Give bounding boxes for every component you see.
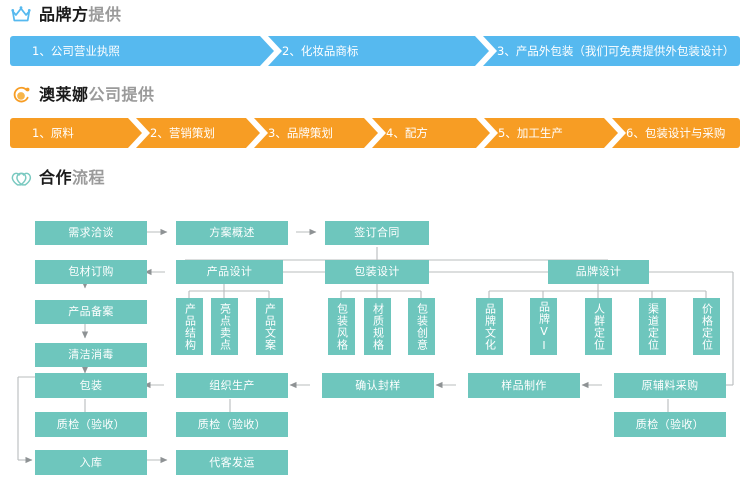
brand-step-3[interactable]: 3、产品外包装（我们可免费提供外包装设计） xyxy=(475,36,740,66)
node-yuanfuliao-caigou[interactable]: 原辅料采购 xyxy=(614,373,726,398)
crown-icon xyxy=(10,4,32,26)
section-title: 澳莱娜公司提供 xyxy=(39,84,155,106)
brand-step-1[interactable]: 1、公司营业执照 xyxy=(10,36,260,66)
section-title-soft: 流程 xyxy=(72,168,106,187)
node-ruku[interactable]: 入库 xyxy=(35,450,147,475)
node-baozhuang[interactable]: 包装 xyxy=(35,373,147,398)
company-step-6-label: 6、包装设计与采购 xyxy=(626,126,726,140)
node-chanpin-jiegou[interactable]: 产品结构 xyxy=(176,298,203,355)
company-step-4-label: 4、配方 xyxy=(386,126,428,140)
node-caizhi-guige[interactable]: 材质规格 xyxy=(364,298,391,355)
brand-step-2-label: 2、化妆品商标 xyxy=(282,44,359,58)
brand-provides-steps: 1、公司营业执照 2、化妆品商标 3、产品外包装（我们可免费提供外包装设计） xyxy=(10,36,740,66)
node-baozhuang-chuangyi[interactable]: 包装创意 xyxy=(408,298,435,355)
node-zhijian-shengchan[interactable]: 质检（验收） xyxy=(176,412,288,437)
node-pinpai-sheji[interactable]: 品牌设计 xyxy=(548,260,649,284)
company-step-5-label: 5、加工生产 xyxy=(498,126,563,140)
node-pinpai-wenhua[interactable]: 品牌文化 xyxy=(476,298,503,355)
company-step-3-label: 3、品牌策划 xyxy=(268,126,333,140)
node-renqun-dingwei[interactable]: 人群定位 xyxy=(585,298,612,355)
company-provides-steps: 1、原料 2、营销策划 3、品牌策划 4、配方 5、加工生产 6、包装设计与采购 xyxy=(10,118,740,148)
node-qianding-hetong[interactable]: 签订合同 xyxy=(325,221,429,245)
node-baozhuang-sheji[interactable]: 包装设计 xyxy=(325,260,429,284)
company-step-1[interactable]: 1、原料 xyxy=(10,118,128,148)
cooperation-flowchart: 需求洽谈 方案概述 签订合同 包材订购 产品设计 包装设计 品牌设计 产品结构 … xyxy=(0,205,750,484)
section-heading-company-provides: 澳莱娜公司提供 xyxy=(10,84,155,106)
node-chanpin-wenan[interactable]: 产品文案 xyxy=(256,298,283,355)
section-title-strong: 合作 xyxy=(39,168,73,187)
brand-step-1-label: 1、公司营业执照 xyxy=(32,44,120,58)
company-step-2[interactable]: 2、营销策划 xyxy=(128,118,246,148)
brand-step-3-label: 3、产品外包装（我们可免费提供外包装设计） xyxy=(497,44,735,58)
section-heading-cooperation-flow: 合作流程 xyxy=(10,167,105,189)
node-zuzhi-shengchan[interactable]: 组织生产 xyxy=(176,373,288,398)
node-zhijian-caigou[interactable]: 质检（验收） xyxy=(614,412,726,437)
node-fangan-gaishu[interactable]: 方案概述 xyxy=(176,221,288,245)
node-qudao-dingwei[interactable]: 渠道定位 xyxy=(639,298,666,355)
section-title-soft: 提供 xyxy=(88,5,122,24)
node-jiage-dingwei[interactable]: 价格定位 xyxy=(693,298,720,355)
brand-step-2[interactable]: 2、化妆品商标 xyxy=(260,36,475,66)
node-zhijian-baozhuang[interactable]: 质检（验收） xyxy=(35,412,147,437)
node-chanpin-beian[interactable]: 产品备案 xyxy=(35,300,147,324)
orbit-icon xyxy=(10,84,32,106)
section-heading-brand-provides: 品牌方提供 xyxy=(10,4,122,26)
handshake-icon xyxy=(10,167,32,189)
node-liangdian-maidian[interactable]: 亮点卖点 xyxy=(211,298,238,355)
node-daike-fayun[interactable]: 代客发运 xyxy=(176,450,288,475)
company-step-1-label: 1、原料 xyxy=(32,126,74,140)
section-title-soft: 公司提供 xyxy=(88,85,155,104)
node-baocai-dinggou[interactable]: 包材订购 xyxy=(35,260,147,284)
company-step-2-label: 2、营销策划 xyxy=(150,126,215,140)
node-yangpin-zhizuo[interactable]: 样品制作 xyxy=(468,373,580,398)
section-title: 品牌方提供 xyxy=(39,4,122,26)
company-step-5[interactable]: 5、加工生产 xyxy=(476,118,604,148)
section-title-strong: 澳莱娜 xyxy=(39,85,89,104)
company-step-6[interactable]: 6、包装设计与采购 xyxy=(604,118,740,148)
company-step-4[interactable]: 4、配方 xyxy=(364,118,476,148)
node-xuqiu-qiatan[interactable]: 需求洽谈 xyxy=(35,221,147,245)
node-chanpin-sheji[interactable]: 产品设计 xyxy=(176,260,283,284)
node-baozhuang-fengge[interactable]: 包装风格 xyxy=(328,298,355,355)
node-qingjie-xiaodu[interactable]: 清洁消毒 xyxy=(35,343,147,367)
section-title: 合作流程 xyxy=(39,167,105,189)
section-title-strong: 品牌方 xyxy=(39,5,89,24)
node-queren-fengyang[interactable]: 确认封样 xyxy=(322,373,434,398)
company-step-3[interactable]: 3、品牌策划 xyxy=(246,118,364,148)
node-pinpai-vi[interactable]: 品牌VI xyxy=(530,298,557,355)
